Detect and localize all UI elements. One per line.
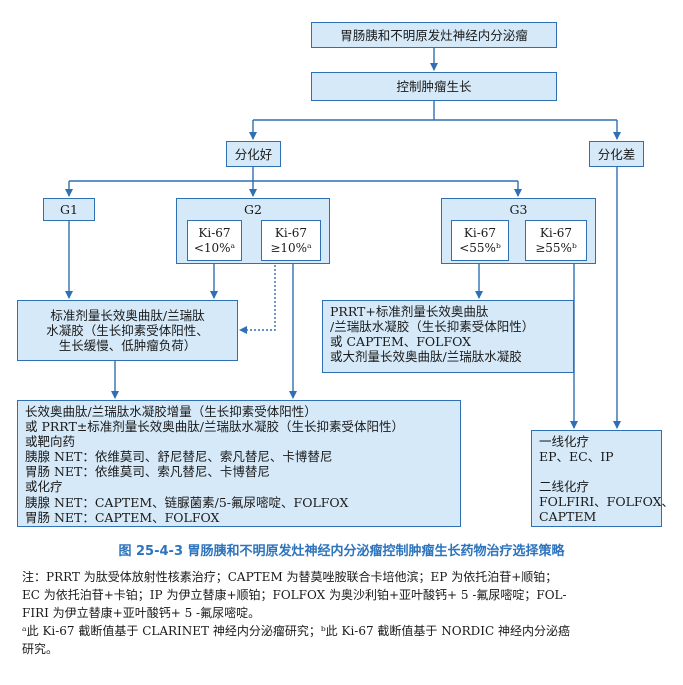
poorly-differentiated-label: 分化差 — [597, 146, 636, 162]
g1-label: G1 — [60, 202, 78, 217]
prrt-line-1: PRRT+标准剂量长效奥曲肽 — [330, 304, 489, 319]
figure-notes: 注：PRRT 为肽受体放射性核素治疗；CAPTEM 为替莫唑胺联合卡培他滨；EP… — [22, 568, 670, 658]
g1-node: G1 — [43, 198, 95, 221]
dotted-arrow-g2high-to-standard — [239, 261, 276, 334]
note-line-2: EC 为依托泊苷+卡铂；IP 为伊立替康+顺铂；FOLFOX 为奥沙利铂+亚叶酸… — [22, 588, 567, 602]
well-differentiated-label: 分化好 — [234, 146, 273, 162]
root-node-label: 胃肠胰和不明原发灶神经内分泌瘤 — [340, 27, 528, 43]
g3-ki67-high-node: Ki-67 ≥55%ᵇ — [525, 220, 587, 261]
flow-connectors — [65, 48, 621, 429]
poorly-differentiated-node: 分化差 — [589, 141, 644, 167]
g2-high-line-1: Ki-67 — [274, 225, 308, 240]
escalation-line-3: 或靶向药 — [25, 434, 76, 450]
well-differentiated-node: 分化好 — [226, 141, 281, 167]
g3-high-line-2: ≥55%ᵇ — [535, 240, 577, 255]
note-line-4: ᵃ此 Ki-67 截断值基于 CLARINET 神经内分泌瘤研究；ᵇ此 Ki-6… — [22, 624, 570, 638]
escalation-options-node: 长效奥曲肽/兰瑞肽水凝胶增量（生长抑素受体阳性） 或 PRRT±标准剂量长效奥曲… — [17, 400, 461, 527]
root-node: 胃肠胰和不明原发灶神经内分泌瘤 — [311, 22, 557, 48]
g3-high-line-1: Ki-67 — [539, 225, 573, 240]
prrt-line-3: 或 CAPTEM、FOLFOX — [330, 334, 472, 349]
prrt-line-2: /兰瑞肽水凝胶（生长抑素受体阳性） — [330, 319, 535, 334]
escalation-line-4: 胰腺 NET：依维莫司、舒尼替尼、索凡替尼、卡博替尼 — [25, 449, 333, 465]
standard-line-3: 生长缓慢、低肿瘤负荷） — [58, 338, 197, 353]
escalation-line-1: 长效奥曲肽/兰瑞肽水凝胶增量（生长抑素受体阳性） — [25, 404, 317, 419]
note-line-5: 研究。 — [22, 642, 59, 656]
prrt-line-4: 或大剂量长效奥曲肽/兰瑞肽水凝胶 — [330, 349, 522, 364]
g3-low-line-1: Ki-67 — [463, 225, 497, 240]
chemotherapy-node: 一线化疗 EP、EC、IP 二线化疗 FOLFIRI、FOLFOX、 CAPTE… — [531, 430, 675, 527]
standard-line-1: 标准剂量长效奥曲肽/兰瑞肽 — [50, 308, 205, 323]
chemo-first-title: 一线化疗 — [539, 434, 590, 449]
chemo-second-regimens-cont: CAPTEM — [539, 509, 597, 524]
prrt-node: PRRT+标准剂量长效奥曲肽 /兰瑞肽水凝胶（生长抑素受体阳性） 或 CAPTE… — [322, 300, 574, 373]
escalation-line-2: 或 PRRT±标准剂量长效奥曲肽/兰瑞肽水凝胶（生长抑素受体阳性） — [25, 419, 405, 435]
standard-dose-node: 标准剂量长效奥曲肽/兰瑞肽 水凝胶（生长抑素受体阳性、 生长缓慢、低肿瘤负荷） — [17, 300, 238, 361]
g2-high-line-2: ≥10%ᵃ — [270, 240, 312, 255]
g2-low-line-1: Ki-67 — [198, 225, 231, 240]
escalation-line-5: 胃肠 NET：依维莫司、索凡替尼、卡博替尼 — [25, 464, 270, 480]
escalation-line-8: 胃肠 NET：CAPTEM、FOLFOX — [25, 509, 220, 525]
g3-label: G3 — [509, 202, 528, 217]
chemo-second-regimens: FOLFIRI、FOLFOX、 — [539, 494, 675, 509]
control-growth-node: 控制肿瘤生长 — [311, 72, 557, 101]
escalation-line-6: 或化疗 — [25, 479, 63, 495]
chemo-second-title: 二线化疗 — [539, 479, 590, 494]
g2-ki67-low-node: Ki-67 <10%ᵃ — [187, 220, 242, 261]
note-line-3: FIRI 为伊立替康+亚叶酸钙+ 5 -氟尿嘧啶。 — [22, 606, 261, 620]
standard-line-2: 水凝胶（生长抑素受体阳性、 — [46, 323, 209, 338]
escalation-line-7: 胰腺 NET：CAPTEM、链脲菌素/5-氟尿嘧啶、FOLFOX — [25, 494, 349, 510]
control-growth-label: 控制肿瘤生长 — [396, 79, 472, 94]
g2-low-line-2: <10%ᵃ — [193, 240, 236, 255]
g2-ki67-high-node: Ki-67 ≥10%ᵃ — [261, 220, 321, 261]
g3-ki67-low-node: Ki-67 <55%ᵇ — [451, 220, 509, 261]
g2-label: G2 — [244, 202, 262, 217]
g3-low-line-2: <55%ᵇ — [459, 240, 501, 255]
note-line-1: 注：PRRT 为肽受体放射性核素治疗；CAPTEM 为替莫唑胺联合卡培他滨；EP… — [22, 570, 558, 584]
figure-caption: 图 25-4-3 胃肠胰和不明原发灶神经内分泌瘤控制肿瘤生长药物治疗选择策略 — [118, 544, 565, 559]
chemo-first-regimens: EP、EC、IP — [539, 449, 614, 464]
